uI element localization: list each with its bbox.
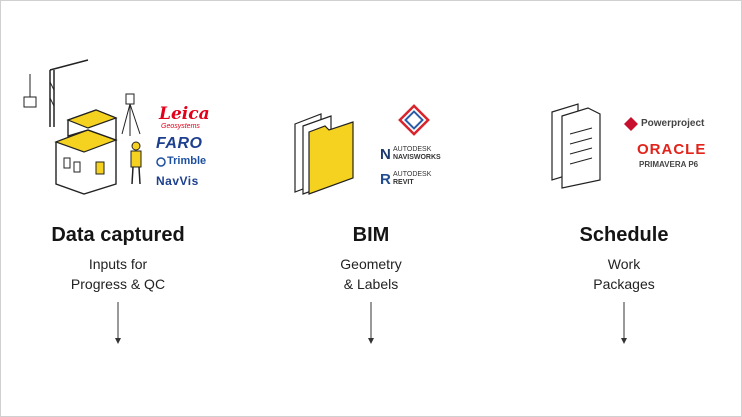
folder-illustration [294,113,354,195]
leica-logo: Leica [159,104,210,124]
trimble-logo: Trimble [167,155,207,167]
revit-brand: AUTODESK [393,171,432,178]
down-arrow-icon [115,302,121,344]
navisworks-brand: AUTODESK [393,146,432,153]
column-bim: N AUTODESK NAVISWORKS R AUTODESK REVIT B… [261,0,481,417]
navisworks-product: NAVISWORKS [393,154,441,161]
oracle-logo: ORACLE [637,141,707,158]
revit-r-icon: R [380,171,391,188]
subtitle-line: Geometry [340,256,402,272]
column-subtitle: Work Packages [514,254,734,294]
subtitle-line: Work [607,256,641,272]
construction-illustration [23,59,142,195]
down-arrow-icon [621,302,627,344]
primavera-logo: PRIMAVERA P6 [639,160,699,169]
column-subtitle: Geometry & Labels [261,254,481,294]
subtitle-line: Progress & QC [70,276,166,292]
column-data-captured: Leica Geosystems FARO Trimble NavVis Dat… [8,0,228,417]
subtitle-line: Inputs for [88,256,148,272]
column-subtitle: Inputs for Progress & QC [8,254,228,294]
documents-illustration [551,103,601,189]
subtitle-line: Packages [593,276,655,292]
column-schedule: Powerproject ORACLE PRIMAVERA P6 Schedul… [514,0,734,417]
trimble-icon [156,157,166,167]
navvis-logo: NavVis [156,174,199,188]
powerproject-icon [624,117,638,131]
faro-logo: FARO [156,135,203,152]
navisworks-n-icon: N [380,146,391,163]
leica-sub: Geosystems [161,123,200,130]
bim-model-icon [398,104,430,136]
subtitle-line: & Labels [343,276,399,292]
column-title: Schedule [579,224,669,246]
powerproject-logo: Powerproject [641,118,705,129]
column-title: BIM [352,224,390,246]
down-arrow-icon [368,302,374,344]
column-title: Data captured [51,224,185,246]
revit-product: REVIT [393,179,414,186]
